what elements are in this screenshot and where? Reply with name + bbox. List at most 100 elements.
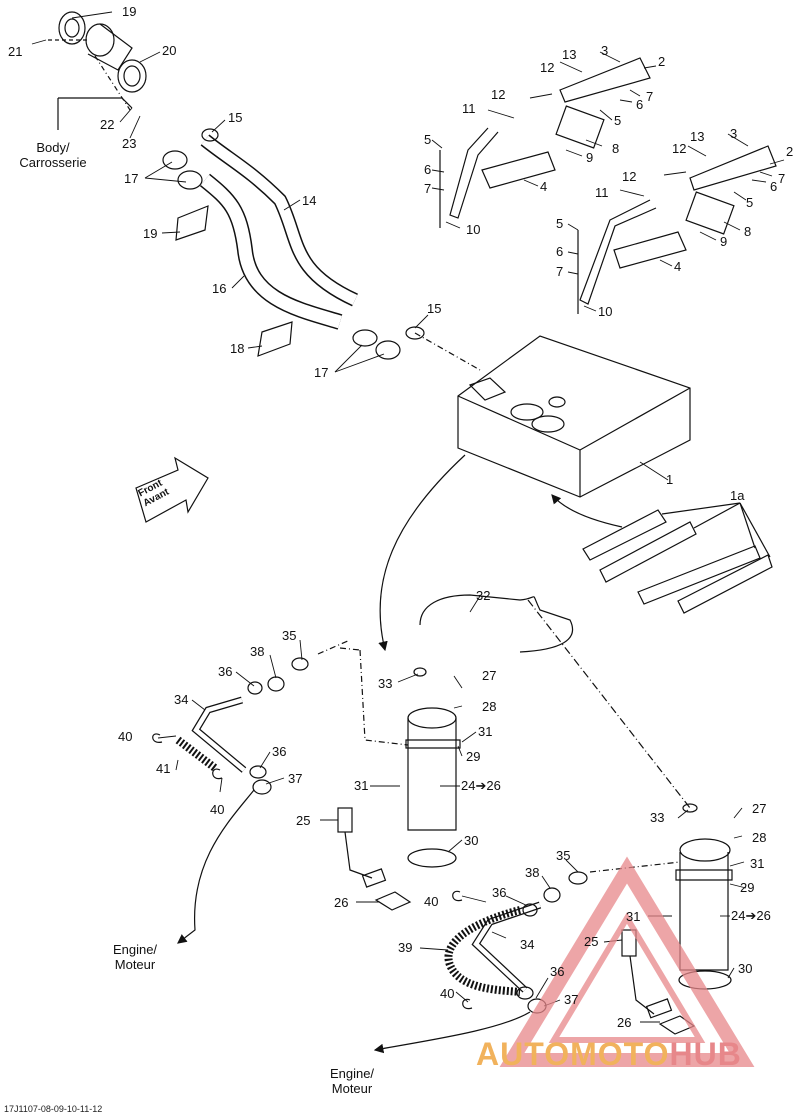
engine-callout-line2: Moteur bbox=[331, 1081, 373, 1096]
part-label: 6 bbox=[770, 179, 778, 194]
part-label: 40 bbox=[210, 802, 225, 817]
part-label: 37 bbox=[288, 771, 303, 786]
part-label: 31 bbox=[478, 724, 493, 739]
part-label: 10 bbox=[598, 304, 613, 319]
part-label: 36 bbox=[550, 964, 565, 979]
part-label: 5 bbox=[556, 216, 564, 231]
part-label: 2 bbox=[786, 144, 794, 159]
part-label: 11 bbox=[595, 185, 609, 200]
part-label: 40 bbox=[440, 986, 455, 1001]
part-label: 15 bbox=[228, 110, 243, 125]
part-label: 13 bbox=[690, 129, 705, 144]
part-label: 4 bbox=[674, 259, 682, 274]
part-label: 4 bbox=[540, 179, 548, 194]
part-label: 18 bbox=[230, 341, 245, 356]
part-label: 28 bbox=[752, 830, 767, 845]
fuel-pump-right bbox=[527, 599, 733, 1035]
watermark-part2: HUB bbox=[669, 1036, 742, 1072]
watermark-logo bbox=[499, 856, 755, 1067]
part-label: 35 bbox=[282, 628, 297, 643]
strap-set-lower bbox=[577, 145, 777, 314]
part-label: 40 bbox=[424, 894, 439, 909]
part-label: 5 bbox=[614, 113, 622, 128]
leader-lines bbox=[31, 11, 785, 1023]
engine-callout-line1: Engine/ bbox=[329, 1066, 375, 1081]
part-label: 9 bbox=[720, 234, 728, 249]
part-label: 9 bbox=[586, 150, 594, 165]
part-label: 5 bbox=[746, 195, 754, 210]
part-label: 38 bbox=[250, 644, 265, 659]
part-label: 25 bbox=[584, 934, 599, 949]
part-label: 11 bbox=[462, 101, 476, 116]
part-label: 12 bbox=[540, 60, 555, 75]
fuel-tank bbox=[457, 335, 691, 498]
part-label: 8 bbox=[612, 141, 620, 156]
part-label: 12 bbox=[672, 141, 687, 156]
part-label: 32 bbox=[476, 588, 491, 603]
part-label: 36 bbox=[218, 664, 233, 679]
part-label: 28 bbox=[482, 699, 497, 714]
front-arrow-icon bbox=[135, 456, 209, 523]
engine-callout-line2: Moteur bbox=[114, 957, 156, 972]
part-label: 20 bbox=[162, 43, 177, 58]
part-label: 1 bbox=[666, 472, 674, 487]
part-label: 27 bbox=[752, 801, 767, 816]
part-label: 37 bbox=[564, 992, 579, 1007]
part-label: 21 bbox=[8, 44, 23, 59]
part-label: 26 bbox=[617, 1015, 632, 1030]
part-label: 24➔26 bbox=[461, 778, 501, 793]
fuel-line-right bbox=[373, 861, 681, 1054]
part-label: 35 bbox=[556, 848, 571, 863]
part-label: 1a bbox=[730, 488, 745, 503]
part-label: 10 bbox=[466, 222, 481, 237]
part-label: 38 bbox=[525, 865, 540, 880]
part-label: 12 bbox=[491, 87, 506, 102]
part-label: 13 bbox=[562, 47, 577, 62]
part-label: 27 bbox=[482, 668, 497, 683]
part-label: 17 bbox=[314, 365, 329, 380]
body-leader bbox=[57, 97, 133, 130]
part-label: 3 bbox=[730, 126, 738, 141]
part-label: 3 bbox=[601, 43, 609, 58]
part-label: 8 bbox=[744, 224, 752, 239]
engine-callout-left: Engine/ Moteur bbox=[113, 942, 157, 972]
part-label: 6 bbox=[636, 97, 644, 112]
part-label: 17 bbox=[124, 171, 139, 186]
part-label: 19 bbox=[143, 226, 158, 241]
part-label: 34 bbox=[520, 937, 535, 952]
fuel-line-left bbox=[152, 639, 351, 944]
part-label: 24➔26 bbox=[731, 908, 771, 923]
part-label: 33 bbox=[378, 676, 393, 691]
part-label: 2 bbox=[658, 54, 666, 69]
part-label: 36 bbox=[492, 885, 507, 900]
body-callout-line2: Carrosserie bbox=[19, 155, 87, 170]
part-label: 15 bbox=[427, 301, 442, 316]
watermark-part1: AUTOMOTO bbox=[476, 1036, 670, 1072]
part-label: 34 bbox=[174, 692, 189, 707]
part-label: 5 bbox=[424, 132, 432, 147]
body-callout: Body/ Carrosserie bbox=[19, 140, 86, 170]
part-label: 16 bbox=[212, 281, 227, 296]
part-label: 6 bbox=[556, 244, 564, 259]
engine-callout-line1: Engine/ bbox=[112, 942, 158, 957]
part-label: 33 bbox=[650, 810, 665, 825]
diagram-code: 17J1107-08-09-10-11-12 bbox=[4, 1104, 103, 1114]
part-label: 31 bbox=[626, 909, 641, 924]
part-label: 31 bbox=[750, 856, 765, 871]
part-label: 29 bbox=[466, 749, 481, 764]
part-label: 22 bbox=[100, 117, 115, 132]
fuel-pump-left bbox=[337, 594, 574, 911]
part-label: 31 bbox=[354, 778, 369, 793]
part-label: 25 bbox=[296, 813, 311, 828]
part-label: 19 bbox=[122, 4, 137, 19]
body-callout-line1: Body/ bbox=[36, 140, 70, 155]
part-label: 23 bbox=[122, 136, 137, 151]
part-label: 7 bbox=[424, 181, 432, 196]
part-label: 14 bbox=[302, 193, 317, 208]
tank-pads bbox=[551, 494, 773, 614]
part-label: 7 bbox=[778, 171, 786, 186]
fuel-hoses bbox=[162, 128, 481, 371]
part-label: 29 bbox=[740, 880, 755, 895]
part-label: 41 bbox=[156, 761, 171, 776]
